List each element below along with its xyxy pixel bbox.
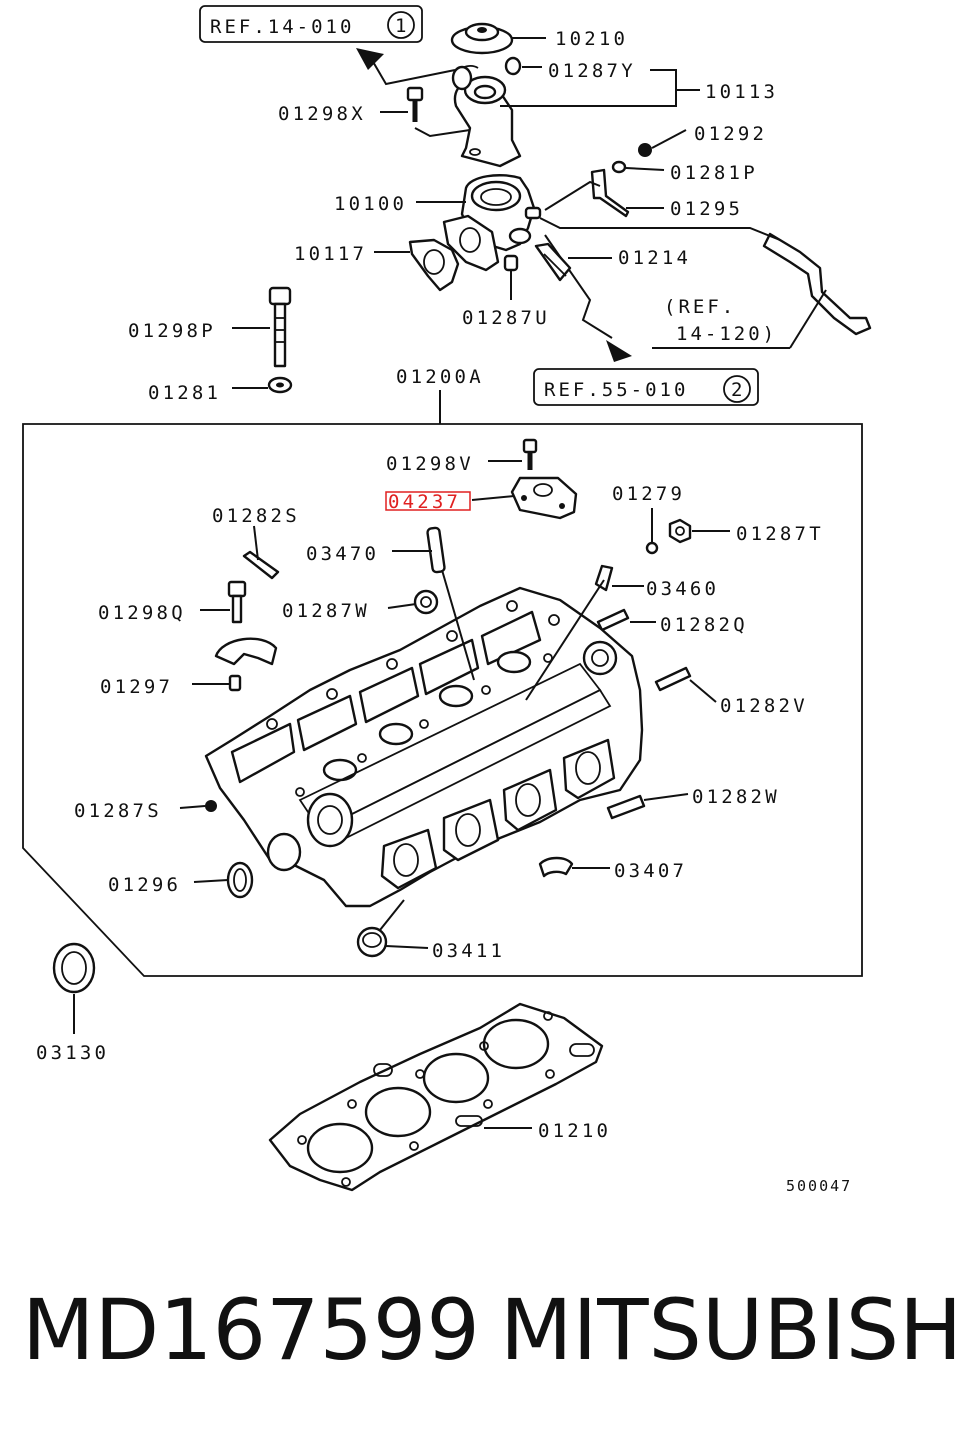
label-01214: 01214: [618, 247, 691, 269]
label-10113: 10113: [705, 81, 778, 103]
footer-brand: MITSUBISHI: [500, 1281, 960, 1379]
bracket-04237[interactable]: [510, 476, 578, 520]
housing-flange: [442, 214, 500, 272]
bolt-01298V[interactable]: [522, 438, 538, 470]
label-01200A: 01200A: [396, 366, 484, 388]
bolt-01298X[interactable]: [406, 86, 424, 122]
label-01287U: 01287U: [462, 307, 550, 329]
label-01292: 01292: [694, 123, 767, 145]
label-04237-highlighted: 04237: [388, 491, 461, 513]
plug-01287W[interactable]: [413, 589, 439, 615]
label-01282V: 01282V: [720, 695, 808, 717]
nut-01292[interactable]: [638, 143, 652, 157]
sensor-01214[interactable]: [534, 242, 572, 282]
ref-1-number: 1: [395, 15, 409, 37]
ref-3-line2: 14-120): [676, 323, 777, 345]
label-01282Q: 01282Q: [660, 614, 748, 636]
radiator-cap-10210[interactable]: [450, 22, 514, 55]
seal-03411[interactable]: [356, 926, 388, 958]
stud-01282S[interactable]: [242, 550, 280, 580]
highlight-box-04237: [385, 491, 471, 511]
plug-01287Y[interactable]: [504, 56, 522, 76]
bearing-cap-01297[interactable]: [214, 637, 278, 692]
ref-box-1[interactable]: REF.14-010 1: [199, 5, 423, 43]
label-01297: 01297: [100, 676, 173, 698]
label-03470: 03470: [306, 543, 379, 565]
stud-01282W[interactable]: [606, 794, 646, 820]
label-01287S: 01287S: [74, 800, 162, 822]
label-03411: 03411: [432, 940, 505, 962]
gasket-10117[interactable]: [408, 238, 460, 292]
label-01295: 01295: [670, 198, 743, 220]
washer-01281P[interactable]: [611, 160, 627, 174]
pin-03460[interactable]: [594, 564, 614, 592]
parts-diagram: REF.14-010 1 REF.55-010 2 (REF. 14-120): [22, 5, 872, 1195]
label-01298V: 01298V: [386, 453, 474, 475]
ref-1-text: REF.14-010: [210, 16, 354, 38]
leader-01298X-group: [414, 127, 471, 138]
bolt-01298P[interactable]: [268, 286, 292, 368]
label-01296: 01296: [108, 874, 181, 896]
head-gasket-01210[interactable]: [268, 1002, 604, 1192]
label-01298X: 01298X: [278, 103, 366, 125]
label-01287W: 01287W: [282, 600, 370, 622]
hose-leader-line: [539, 217, 781, 241]
label-01298P: 01298P: [128, 320, 216, 342]
bracket-leader-line: [544, 180, 601, 211]
label-01287T: 01287T: [736, 523, 824, 545]
plug-01287S[interactable]: [205, 800, 217, 812]
label-10100: 10100: [334, 193, 407, 215]
bolt-01298Q[interactable]: [227, 580, 247, 624]
arrow-to-ref-1: [356, 48, 456, 86]
washer-01279[interactable]: [645, 541, 659, 555]
ref-2-number: 2: [731, 379, 745, 401]
ref-note-3[interactable]: (REF. 14-120): [664, 296, 777, 345]
label-10117: 10117: [294, 243, 367, 265]
diagram-code: 500047: [786, 1177, 852, 1195]
water-outlet-10113[interactable]: [451, 65, 522, 168]
label-03460: 03460: [646, 578, 719, 600]
stud-01282Q[interactable]: [596, 608, 630, 632]
label-10210: 10210: [555, 28, 628, 50]
plug-01287U[interactable]: [503, 254, 519, 272]
cylinder-head-assembly-box: [22, 423, 863, 977]
label-01282S: 01282S: [212, 505, 300, 527]
label-01210: 01210: [538, 1120, 611, 1142]
label-03130: 03130: [36, 1042, 109, 1064]
bracket-01295[interactable]: [590, 168, 630, 218]
ref-3-line1: (REF.: [664, 296, 736, 318]
cylinder-head-01200A[interactable]: [204, 586, 644, 908]
label-03407: 03407: [614, 860, 687, 882]
label-01282W: 01282W: [692, 786, 780, 808]
washer-01281[interactable]: [267, 376, 293, 394]
seal-03407[interactable]: [538, 856, 574, 878]
label-01287Y: 01287Y: [548, 60, 636, 82]
label-01281P: 01281P: [670, 162, 758, 184]
leader-lines: [73, 37, 827, 1129]
label-01279: 01279: [612, 483, 685, 505]
label-01281: 01281: [148, 382, 221, 404]
hose-ref-14-120[interactable]: [762, 232, 872, 336]
ref-2-text: REF.55-010: [544, 379, 688, 401]
ring-01296[interactable]: [226, 861, 254, 899]
ref-box-2[interactable]: REF.55-010 2: [533, 368, 759, 406]
nut-01287T[interactable]: [668, 518, 692, 544]
label-01298Q: 01298Q: [98, 602, 186, 624]
oil-seal-03130[interactable]: [52, 942, 96, 994]
stud-01282V[interactable]: [654, 666, 692, 692]
part-labels: 10210 01287Y 10113 01298X 01292 01281P 0…: [36, 28, 852, 1195]
footer-part-number: MD167599: [22, 1281, 480, 1379]
